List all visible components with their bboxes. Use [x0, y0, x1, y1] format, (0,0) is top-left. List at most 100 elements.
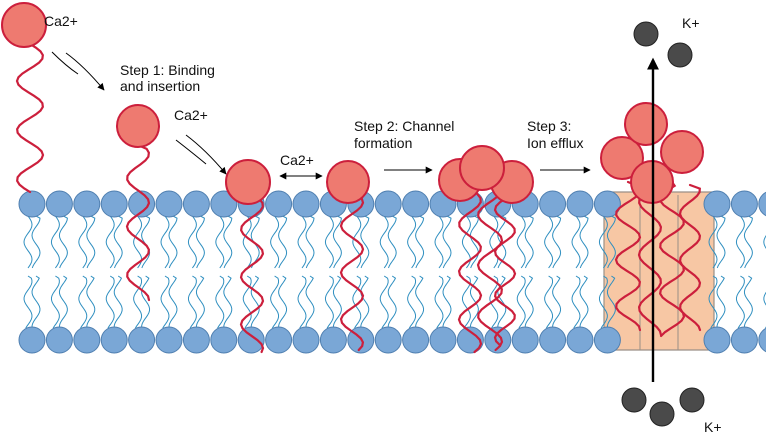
- lipid-tail: [23, 215, 33, 269]
- lipid-head: [155, 190, 183, 218]
- toxin-chain: [125, 143, 151, 302]
- lipid-tail: [524, 215, 534, 269]
- lipid-head: [758, 191, 766, 217]
- lipid-tail: [379, 215, 389, 269]
- lipid-tail: [86, 275, 96, 329]
- lipid-tail: [544, 275, 554, 329]
- lipid-tail: [442, 275, 452, 329]
- k-ion: [679, 387, 705, 413]
- lipid-tail: [571, 275, 581, 329]
- lipid-tail: [58, 275, 68, 329]
- lipid-tail: [78, 215, 88, 269]
- lipid-tail: [105, 275, 115, 329]
- lipid-tail: [278, 275, 288, 329]
- lipid-tail: [250, 275, 260, 329]
- lipid-head: [374, 326, 402, 354]
- lipid-tail: [195, 215, 205, 269]
- toxin-chain: [239, 193, 265, 354]
- lipid-head: [45, 326, 73, 354]
- lipid-tail: [434, 215, 444, 269]
- ca-mid-pointer2: [175, 139, 207, 165]
- lipid-head: [484, 326, 512, 354]
- lipid-tail: [743, 215, 753, 269]
- lipid-head: [456, 326, 484, 354]
- lipid-tail: [497, 275, 507, 329]
- toxin-chain: [339, 193, 365, 352]
- lipid-tail: [552, 275, 562, 329]
- lipid-tail: [105, 215, 115, 269]
- lipid-tail: [579, 275, 589, 329]
- lipid-tail: [743, 275, 753, 329]
- lipid-tail: [407, 275, 417, 329]
- lipid-head: [182, 326, 210, 354]
- ca-label-equilibrium: Ca2+: [280, 152, 314, 168]
- lipid-tail: [50, 215, 60, 269]
- toxin-head: [116, 104, 160, 148]
- lipid-tail: [23, 275, 33, 329]
- toxin-heads: [1, 2, 704, 205]
- membrane-inner-leaflet: [18, 326, 766, 354]
- toxin-chains: [15, 42, 702, 354]
- ca-label-mid: Ca2+: [174, 107, 208, 123]
- lipid-head: [730, 326, 758, 354]
- toxin-head: [660, 130, 704, 174]
- lipid-tail: [516, 275, 526, 329]
- lipid-head: [18, 326, 46, 354]
- lipid-tail: [544, 215, 554, 269]
- lipid-tail: [324, 275, 334, 329]
- lipid-tail: [305, 275, 315, 329]
- k-ion: [633, 21, 659, 47]
- lipid-head: [237, 326, 265, 354]
- lipid-tail: [415, 275, 425, 329]
- toxin-head: [225, 159, 271, 205]
- lipid-tail: [187, 215, 197, 269]
- lipid-tail: [579, 215, 589, 269]
- membrane-outer-leaflet: [18, 190, 766, 218]
- lipid-tail: [708, 275, 718, 329]
- step3-label: Step 3:: [527, 118, 571, 134]
- lipid-tail: [141, 275, 151, 329]
- lipid-tail: [516, 215, 526, 269]
- lipid-head: [703, 326, 731, 354]
- lipid-tail: [332, 275, 342, 329]
- toxin-head: [1, 2, 47, 48]
- lipid-tail: [50, 275, 60, 329]
- lipid-tail: [598, 215, 608, 269]
- ca-mid-pointer: [185, 134, 227, 175]
- lipid-head: [73, 326, 101, 354]
- lipid-tail: [324, 215, 334, 269]
- lipid-tail: [571, 215, 581, 269]
- toxin-head: [326, 160, 370, 204]
- lipid-head: [292, 190, 320, 218]
- lipid-head: [128, 326, 156, 354]
- lipid-head: [182, 190, 210, 218]
- lipid-tail: [352, 215, 362, 269]
- lipid-tail: [78, 275, 88, 329]
- lipid-head: [319, 326, 347, 354]
- lipid-tail: [332, 215, 342, 269]
- lipid-tail: [716, 215, 726, 269]
- lipid-tail: [598, 275, 608, 329]
- lipid-tail: [31, 215, 41, 269]
- lipid-tail: [242, 275, 252, 329]
- lipid-tail: [86, 215, 96, 269]
- lipid-tail: [133, 275, 143, 329]
- lipid-tail: [360, 275, 370, 329]
- lipid-head: [511, 326, 539, 354]
- lipid-tail: [168, 275, 178, 329]
- lipid-tail: [195, 275, 205, 329]
- lipid-head: [703, 190, 731, 218]
- lipid-tail: [160, 215, 170, 269]
- lipid-tail: [735, 215, 745, 269]
- lipid-tail: [58, 215, 68, 269]
- lipid-head: [593, 190, 621, 218]
- lipid-tail: [415, 215, 425, 269]
- lipid-head: [128, 190, 156, 218]
- lipid-tail: [215, 275, 225, 329]
- toxin-chain: [15, 42, 45, 194]
- lipid-head: [265, 190, 293, 218]
- lipid-tail: [305, 215, 315, 269]
- lipid-tail: [716, 275, 726, 329]
- lipid-tail: [763, 291, 766, 329]
- toxin-chain: [678, 183, 702, 332]
